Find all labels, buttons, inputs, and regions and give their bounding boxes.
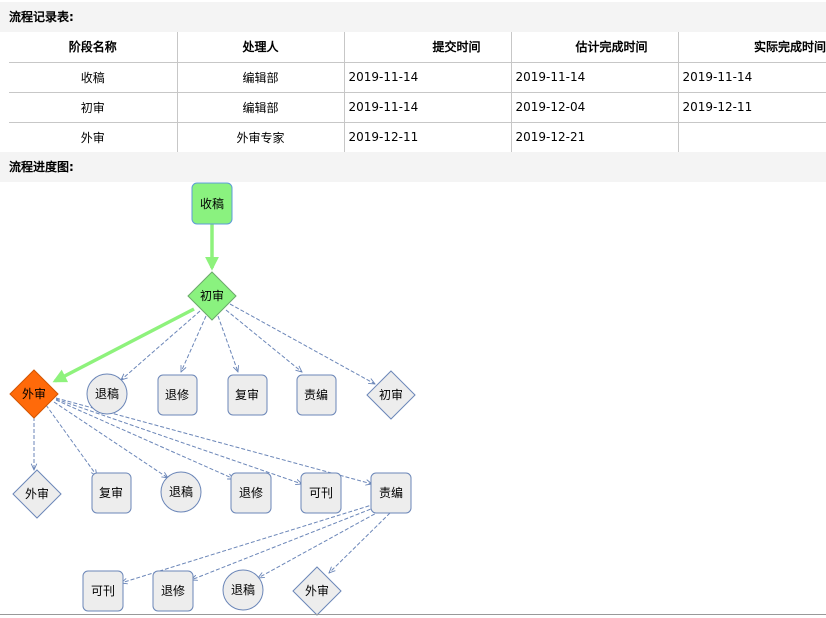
edge-review-reject [121, 310, 201, 380]
flow-progress-diagram: 收稿 初审 外审 退稿 退修 复审 责编 初审 [9, 182, 416, 616]
bottom-divider [0, 614, 826, 615]
edge-external-publish [55, 398, 302, 484]
node-label: 责编 [304, 387, 328, 402]
cell-handler: 编辑部 [177, 92, 345, 123]
header-submit-time: 提交时间 [344, 32, 512, 63]
node-chief[interactable]: 责编 [296, 374, 337, 416]
node-label: 责编 [379, 485, 403, 500]
node-label: 外审 [305, 583, 329, 598]
edge-review-revise [181, 315, 207, 372]
node-review[interactable]: 初审 [187, 271, 237, 321]
node-label: 初审 [200, 288, 224, 303]
edge-active-review-external [52, 307, 195, 383]
edge-external-revise [55, 399, 234, 479]
cell-estimated-time: 2019-11-14 [511, 62, 679, 93]
flow-nodes: 收稿 初审 外审 退稿 退修 复审 责编 初审 [9, 182, 416, 616]
node-label: 收稿 [200, 196, 224, 211]
header-stage: 阶段名称 [9, 32, 178, 63]
node-external-current[interactable]: 外审 [9, 369, 59, 419]
edge-review-review [229, 303, 375, 384]
header-handler: 处理人 [177, 32, 345, 63]
node-external[interactable]: 外审 [12, 469, 62, 519]
cell-estimated-time: 2019-12-04 [511, 92, 679, 123]
cell-submit-time: 2019-11-14 [344, 92, 512, 123]
node-label: 复审 [99, 485, 123, 500]
node-reject[interactable]: 退稿 [160, 471, 202, 513]
cell-handler: 外审专家 [177, 122, 345, 152]
node-publish[interactable]: 可刊 [300, 472, 342, 514]
cell-submit-time: 2019-11-14 [344, 62, 512, 93]
table-row: 收稿 编辑部 2019-11-14 2019-11-14 2019-11-14 [9, 62, 826, 93]
node-label: 退修 [239, 485, 263, 500]
cell-actual-time: 2019-12-11 [678, 92, 826, 123]
node-label: 退稿 [95, 386, 119, 401]
edge-external-recheck [45, 404, 97, 476]
table-row: 初审 编辑部 2019-11-14 2019-12-04 2019-12-11 [9, 92, 826, 123]
node-chief[interactable]: 责编 [370, 472, 412, 514]
cell-stage: 外审 [9, 122, 178, 152]
node-label: 退修 [161, 583, 185, 598]
records-table: 阶段名称 处理人 提交时间 估计完成时间 实际完成时间 收稿 编辑部 2019-… [9, 32, 826, 152]
node-label: 初审 [379, 387, 403, 402]
node-external[interactable]: 外审 [292, 566, 342, 616]
node-label: 可刊 [309, 486, 333, 500]
edge-chief-revise [191, 506, 377, 580]
node-recheck[interactable]: 复审 [227, 374, 268, 416]
node-recheck[interactable]: 复审 [91, 472, 132, 514]
table-row: 外审 外审专家 2019-12-11 2019-12-21 [9, 122, 826, 152]
node-label: 复审 [235, 387, 259, 402]
header-actual-time: 实际完成时间 [678, 32, 826, 63]
cell-stage: 收稿 [9, 62, 178, 93]
flow-edges [34, 224, 391, 583]
node-label: 外审 [25, 486, 49, 501]
node-publish[interactable]: 可刊 [82, 570, 124, 612]
node-label: 退修 [165, 387, 189, 402]
node-review-again[interactable]: 初审 [366, 370, 416, 420]
node-receive[interactable]: 收稿 [191, 182, 233, 225]
edge-chief-reject [258, 510, 381, 578]
header-estimated-time: 估计完成时间 [511, 32, 679, 63]
edge-review-chief [225, 309, 302, 372]
edge-chief-external [329, 512, 391, 573]
node-label: 可刊 [91, 584, 115, 598]
progress-section-title: 流程进度图: [0, 152, 826, 182]
node-revise[interactable]: 退修 [230, 472, 272, 514]
table-header-row: 阶段名称 处理人 提交时间 估计完成时间 实际完成时间 [9, 32, 826, 63]
cell-estimated-time: 2019-12-21 [511, 122, 679, 152]
node-revise[interactable]: 退修 [157, 374, 198, 416]
node-label: 退稿 [231, 582, 255, 597]
records-section-title: 流程记录表: [0, 2, 826, 32]
cell-actual-time [678, 122, 826, 152]
cell-submit-time: 2019-12-11 [344, 122, 512, 152]
node-label: 外审 [22, 386, 46, 401]
node-label: 退稿 [169, 484, 193, 499]
cell-stage: 初审 [9, 92, 178, 123]
edge-chief-publish [121, 503, 376, 583]
edge-review-recheck [217, 315, 238, 372]
node-reject[interactable]: 退稿 [86, 373, 128, 415]
node-reject[interactable]: 退稿 [222, 569, 264, 611]
edge-external-reject [53, 401, 168, 478]
cell-actual-time: 2019-11-14 [678, 62, 826, 93]
node-revise[interactable]: 退修 [152, 570, 194, 612]
cell-handler: 编辑部 [177, 62, 345, 93]
